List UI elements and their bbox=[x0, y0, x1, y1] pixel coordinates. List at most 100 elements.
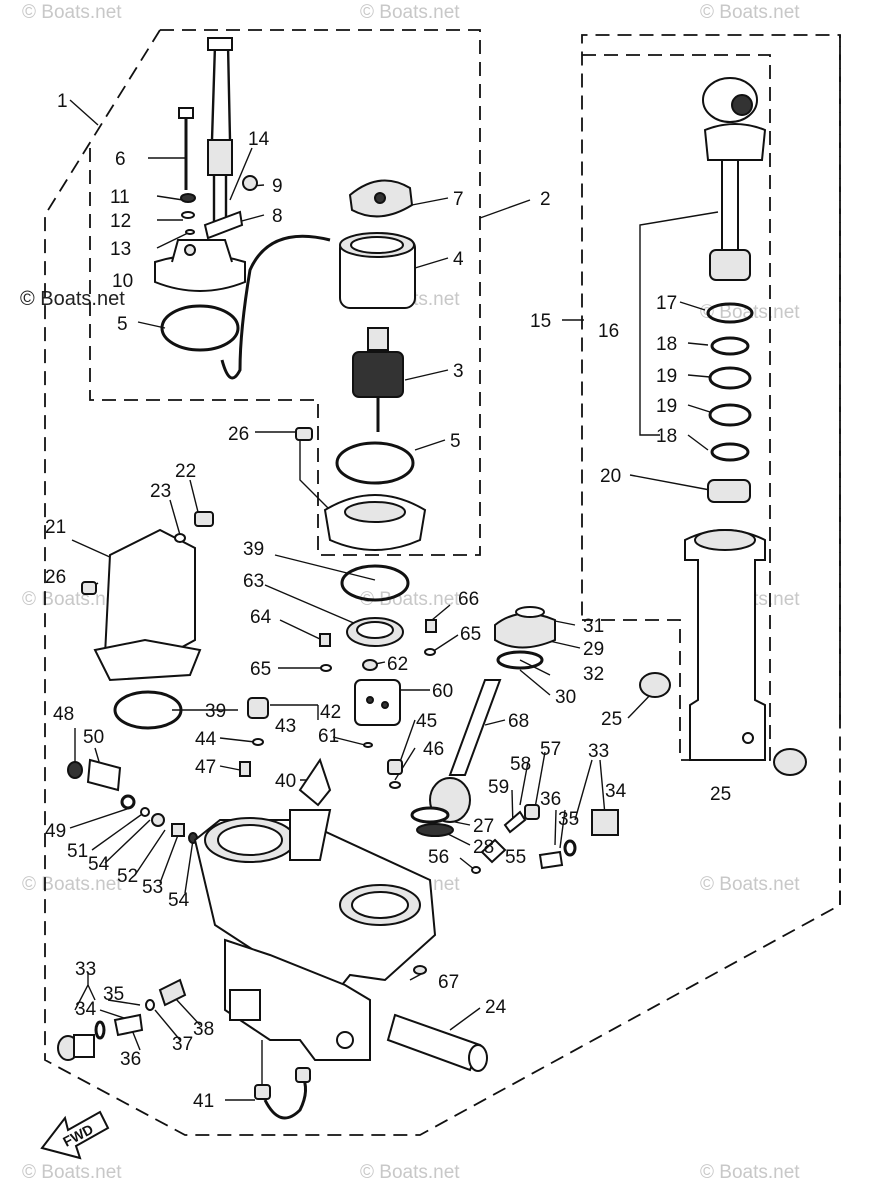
callout-41: 41 bbox=[193, 1091, 214, 1112]
callout-51: 51 bbox=[67, 841, 88, 862]
callout-67: 67 bbox=[438, 972, 459, 993]
callout-25: 25 bbox=[601, 709, 622, 730]
callout-44: 44 bbox=[195, 729, 217, 750]
callout-22: 22 bbox=[175, 461, 196, 482]
callout-61: 61 bbox=[318, 726, 339, 747]
callout-1: 1 bbox=[57, 91, 68, 112]
callout-30: 30 bbox=[555, 687, 576, 708]
callout-18: 18 bbox=[656, 334, 677, 355]
callout-5: 5 bbox=[117, 314, 128, 335]
callout-26: 26 bbox=[228, 424, 249, 445]
callout-62: 62 bbox=[387, 654, 408, 675]
callout-15: 15 bbox=[530, 311, 551, 332]
callout-65: 65 bbox=[250, 659, 271, 680]
fwd-arrow-icon: FWD bbox=[40, 1110, 110, 1160]
callout-10: 10 bbox=[112, 271, 133, 292]
callout-8: 8 bbox=[272, 206, 283, 227]
callout-54: 54 bbox=[88, 854, 110, 875]
callout-16: 16 bbox=[598, 321, 619, 342]
callout-48: 48 bbox=[53, 704, 74, 725]
callout-4: 4 bbox=[453, 249, 464, 270]
callout-39: 39 bbox=[205, 701, 226, 722]
callout-12: 12 bbox=[110, 211, 131, 232]
callout-25: 25 bbox=[710, 784, 731, 805]
callout-7: 7 bbox=[453, 189, 464, 210]
callout-35: 35 bbox=[558, 809, 579, 830]
bolt-head bbox=[178, 107, 194, 119]
callout-21: 21 bbox=[45, 517, 66, 538]
callout-2: 2 bbox=[540, 189, 551, 210]
callout-38: 38 bbox=[193, 1019, 214, 1040]
callout-40: 40 bbox=[275, 771, 296, 792]
callout-36: 36 bbox=[540, 789, 561, 810]
callout-28: 28 bbox=[473, 837, 494, 858]
callout-64: 64 bbox=[250, 607, 272, 628]
callout-55: 55 bbox=[505, 847, 526, 868]
callout-49: 49 bbox=[45, 821, 66, 842]
watermark: © Boats.net bbox=[700, 874, 800, 895]
leader-lines bbox=[69, 99, 719, 1101]
callout-29: 29 bbox=[583, 639, 604, 660]
watermark: © Boats.net bbox=[700, 1162, 800, 1183]
callout-32: 32 bbox=[583, 664, 604, 685]
callout-labels: 1 2 3 4 5 5 6 7 8 9 10 11 12 13 14 15 16… bbox=[45, 91, 731, 1112]
watermark: © Boats.net bbox=[700, 302, 800, 323]
cylinder-assembly bbox=[639, 77, 807, 776]
callout-37: 37 bbox=[172, 1034, 193, 1055]
watermark: © Boats.net bbox=[22, 589, 122, 610]
callout-11: 11 bbox=[110, 187, 130, 208]
callout-13: 13 bbox=[110, 239, 131, 260]
callout-46: 46 bbox=[423, 739, 444, 760]
pump-components bbox=[67, 511, 619, 874]
pump-housing bbox=[57, 809, 488, 1120]
watermark: © Boats.net bbox=[360, 1162, 460, 1183]
callout-17: 17 bbox=[656, 293, 677, 314]
callout-43: 43 bbox=[275, 716, 296, 737]
callout-42: 42 bbox=[320, 702, 341, 723]
callout-27: 27 bbox=[473, 816, 494, 837]
callout-31: 31 bbox=[583, 616, 604, 637]
watermark: © Boats.net bbox=[22, 1162, 122, 1183]
watermark: © Boats.net bbox=[360, 589, 460, 610]
callout-5: 5 bbox=[450, 431, 461, 452]
callout-59: 59 bbox=[488, 777, 509, 798]
callout-60: 60 bbox=[432, 681, 453, 702]
watermark: © Boats.net bbox=[360, 2, 460, 23]
callout-52: 52 bbox=[117, 866, 138, 887]
callout-47: 47 bbox=[195, 757, 216, 778]
callout-19: 19 bbox=[656, 366, 677, 387]
callout-14: 14 bbox=[248, 129, 270, 150]
watermark: © Boats.net bbox=[700, 2, 800, 23]
callout-34: 34 bbox=[605, 781, 627, 802]
callout-53: 53 bbox=[142, 877, 163, 898]
callout-56: 56 bbox=[428, 847, 449, 868]
callout-36: 36 bbox=[120, 1049, 141, 1070]
callout-33: 33 bbox=[588, 741, 609, 762]
callout-33: 33 bbox=[75, 959, 96, 980]
watermark: © Boats.net bbox=[22, 874, 122, 895]
motor-assembly bbox=[154, 37, 427, 551]
watermark: © Boats.net bbox=[22, 2, 122, 23]
callout-68: 68 bbox=[508, 711, 529, 732]
callout-63: 63 bbox=[243, 571, 264, 592]
callout-54: 54 bbox=[168, 890, 190, 911]
callout-35: 35 bbox=[103, 984, 124, 1005]
callout-65: 65 bbox=[460, 624, 481, 645]
watermark-strong: © Boats.net bbox=[20, 288, 125, 310]
callout-45: 45 bbox=[416, 711, 437, 732]
callout-23: 23 bbox=[150, 481, 171, 502]
callout-3: 3 bbox=[453, 361, 464, 382]
callout-6: 6 bbox=[115, 149, 126, 170]
callout-26: 26 bbox=[45, 567, 66, 588]
wire-grommet bbox=[207, 139, 233, 176]
callout-50: 50 bbox=[83, 727, 104, 748]
callout-24: 24 bbox=[485, 997, 507, 1018]
callout-18: 18 bbox=[656, 426, 677, 447]
callout-57: 57 bbox=[540, 739, 561, 760]
callout-39: 39 bbox=[243, 539, 264, 560]
wire-terminal bbox=[207, 37, 233, 51]
callout-20: 20 bbox=[600, 466, 621, 487]
callout-66: 66 bbox=[458, 589, 479, 610]
